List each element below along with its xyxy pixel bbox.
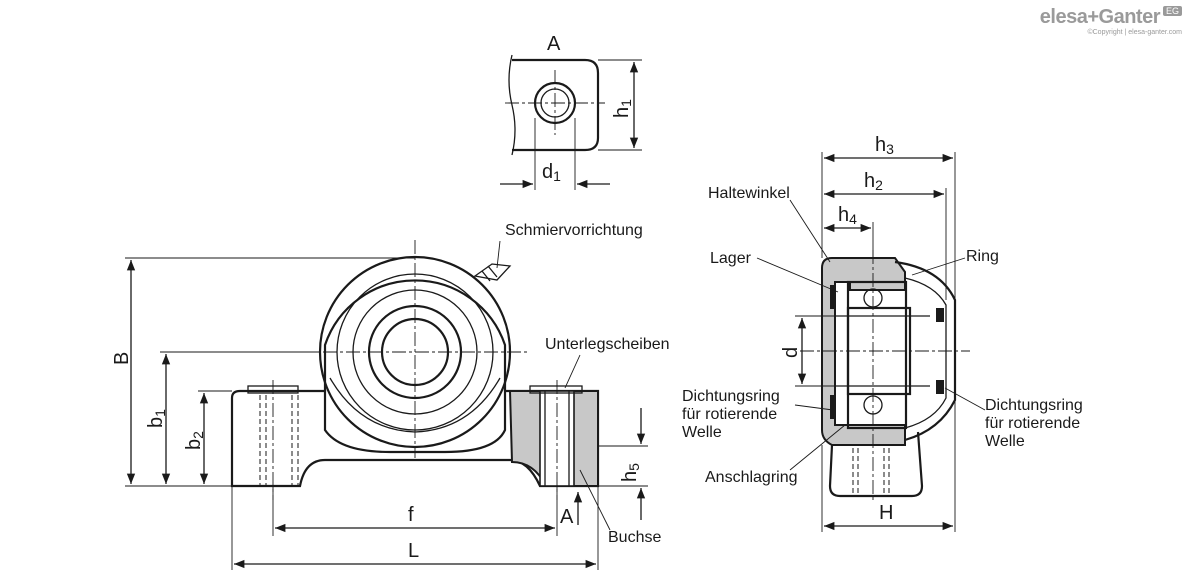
- dim-L: L: [408, 540, 419, 562]
- callout-ring: Ring: [966, 248, 999, 265]
- callout-dichtungsring-right-2: für rotierende: [985, 415, 1080, 432]
- dim-B: B: [111, 352, 133, 365]
- dim-d: d: [780, 347, 802, 358]
- callout-dichtungsring-left-3: Welle: [682, 424, 722, 441]
- bearing-side-section-view: [756, 152, 986, 532]
- callout-buchse: Buchse: [608, 529, 661, 546]
- dim-d1: d1: [542, 161, 561, 184]
- callout-anschlagring: Anschlagring: [705, 469, 798, 486]
- brand-name: elesa+Ganter: [1039, 6, 1161, 28]
- callout-dichtungsring-left-2: für rotierende: [682, 406, 777, 423]
- dim-h3: h3: [875, 134, 894, 157]
- callout-haltewinkel: Haltewinkel: [708, 185, 790, 202]
- copyright-note: ©Copyright | elesa-ganter.com: [1087, 29, 1182, 36]
- section-marker-A: A: [560, 506, 574, 528]
- dim-h1: h1: [611, 99, 634, 118]
- callout-schmiervorrichtung: Schmiervorrichtung: [505, 222, 643, 239]
- dim-A: A: [547, 33, 561, 55]
- foot-detail-view: [500, 54, 642, 190]
- dim-h2: h2: [864, 170, 883, 193]
- brand-badge: EG: [1162, 6, 1182, 16]
- callout-dichtungsring-left-1: Dichtungsring: [682, 388, 780, 405]
- dim-h5: h5: [619, 463, 642, 482]
- dim-h4: h4: [838, 204, 857, 227]
- dim-H: H: [879, 502, 893, 524]
- callout-lager: Lager: [710, 250, 752, 267]
- dim-b1: b1: [145, 409, 168, 428]
- callout-dichtungsring-right-3: Welle: [985, 433, 1025, 450]
- callout-dichtungsring-right-1: Dichtungsring: [985, 397, 1083, 414]
- dim-b2: b2: [183, 431, 206, 450]
- pillow-block-front-view: [125, 240, 648, 570]
- dim-f: f: [408, 504, 414, 526]
- callout-unterlegscheiben: Unterlegscheiben: [545, 336, 670, 353]
